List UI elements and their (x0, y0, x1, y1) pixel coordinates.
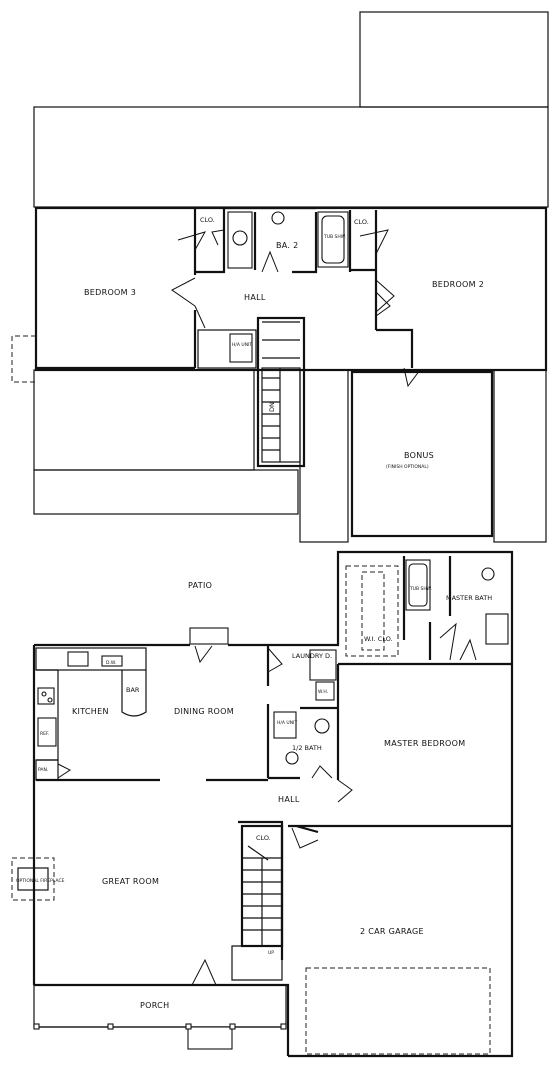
garage-roof-outline (359, 11, 549, 108)
left-attic-outline (33, 369, 255, 471)
left-attic-lower-outline (33, 469, 299, 515)
label-closet-left: CLO. (200, 216, 215, 224)
label-bonus-note: (FINISH OPTIONAL) (386, 464, 429, 470)
label-kitchen: KITCHEN (72, 707, 109, 716)
label-great-room: GREAT ROOM (102, 877, 159, 886)
label-bedroom2: BEDROOM 2 (432, 280, 484, 289)
right-attic-left-outline (299, 369, 349, 543)
bath2-walls (224, 206, 318, 274)
kitchen-bar (121, 670, 147, 717)
label-lower-closet: CLO. (256, 834, 271, 842)
garage-door-outline (305, 967, 491, 1055)
bay-window-outline (11, 335, 36, 383)
label-garage: 2 CAR GARAGE (360, 927, 424, 936)
label-stairs-up: UP (268, 950, 274, 956)
label-ref: REF. (40, 731, 49, 737)
label-lower-tub: TUB SHW. (409, 586, 432, 592)
utility-walls (266, 645, 340, 780)
label-porch: PORCH (140, 1001, 169, 1010)
closet-right-walls (348, 210, 378, 330)
bedroom3-walls (36, 208, 197, 370)
porch-posts (33, 1023, 287, 1030)
label-upper-hall: HALL (244, 293, 266, 302)
bedroom2-walls (376, 328, 414, 368)
upper-ha-closet (197, 329, 257, 369)
label-upper-ha-unit: H/A UNIT (232, 342, 252, 348)
label-dining-room: DINING ROOM (174, 707, 234, 716)
label-pan: PAN. (38, 767, 48, 773)
label-wi-closet: W.I. CLO. (364, 635, 393, 643)
label-bath2: BA. 2 (276, 241, 299, 250)
label-lower-hall: HALL (278, 795, 300, 804)
kitchen-counter (35, 647, 147, 671)
upper-stairs (256, 316, 306, 468)
label-optional-fireplace: OPTIONAL FIREPLACE (16, 878, 65, 884)
label-upper-tub: TUB SHW. (323, 234, 346, 240)
hall-walls (238, 820, 512, 960)
label-dw: D.W. (106, 660, 116, 666)
right-attic-right-outline (493, 369, 547, 543)
closet-left-walls (195, 208, 226, 274)
upper-floor (11, 11, 549, 543)
attic-roof-outline (33, 106, 549, 208)
label-half-bath: 1/2 BATH (292, 744, 322, 752)
lower-exterior-wall (32, 550, 514, 1058)
label-master-bedroom: MASTER BEDROOM (384, 739, 465, 748)
label-master-bath: MASTER BATH (446, 594, 492, 602)
bonus-room (350, 370, 494, 538)
label-bonus: BONUS (404, 451, 434, 460)
label-bar: BAR (126, 686, 140, 694)
label-laundry: LAUNDRY D. (292, 652, 332, 660)
label-closet-right: CLO. (354, 218, 369, 226)
label-lower-ha-unit: H/A UNIT (277, 720, 297, 726)
label-stairs-dn: DN (268, 402, 276, 412)
lower-floor (11, 550, 514, 1058)
label-wh: W.H. (318, 689, 328, 695)
label-patio: PATIO (188, 581, 212, 590)
label-bedroom3: BEDROOM 3 (84, 288, 136, 297)
master-suite-walls (338, 556, 512, 666)
optional-fireplace (11, 857, 55, 901)
